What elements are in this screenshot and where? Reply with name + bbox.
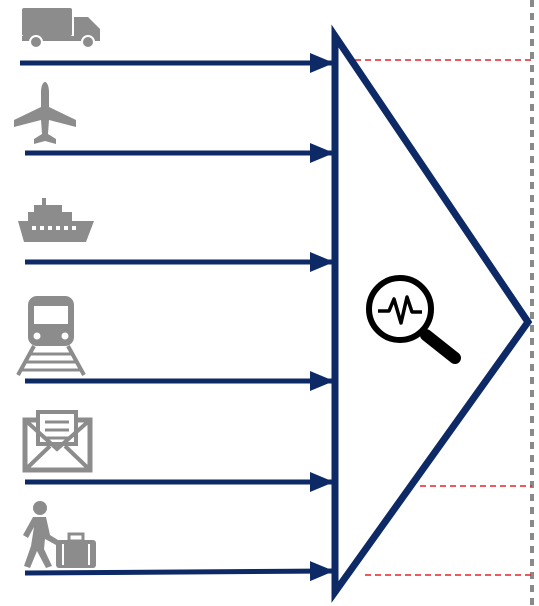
input-arrow-traveler — [24, 561, 334, 582]
traveler-with-luggage-icon — [23, 501, 96, 568]
magnifier-waveform-icon — [366, 275, 461, 364]
ship-icon — [18, 198, 94, 242]
truck-icon — [22, 8, 100, 49]
mail-icon — [22, 410, 93, 473]
airplane-icon — [14, 82, 76, 144]
train-icon — [16, 296, 86, 376]
